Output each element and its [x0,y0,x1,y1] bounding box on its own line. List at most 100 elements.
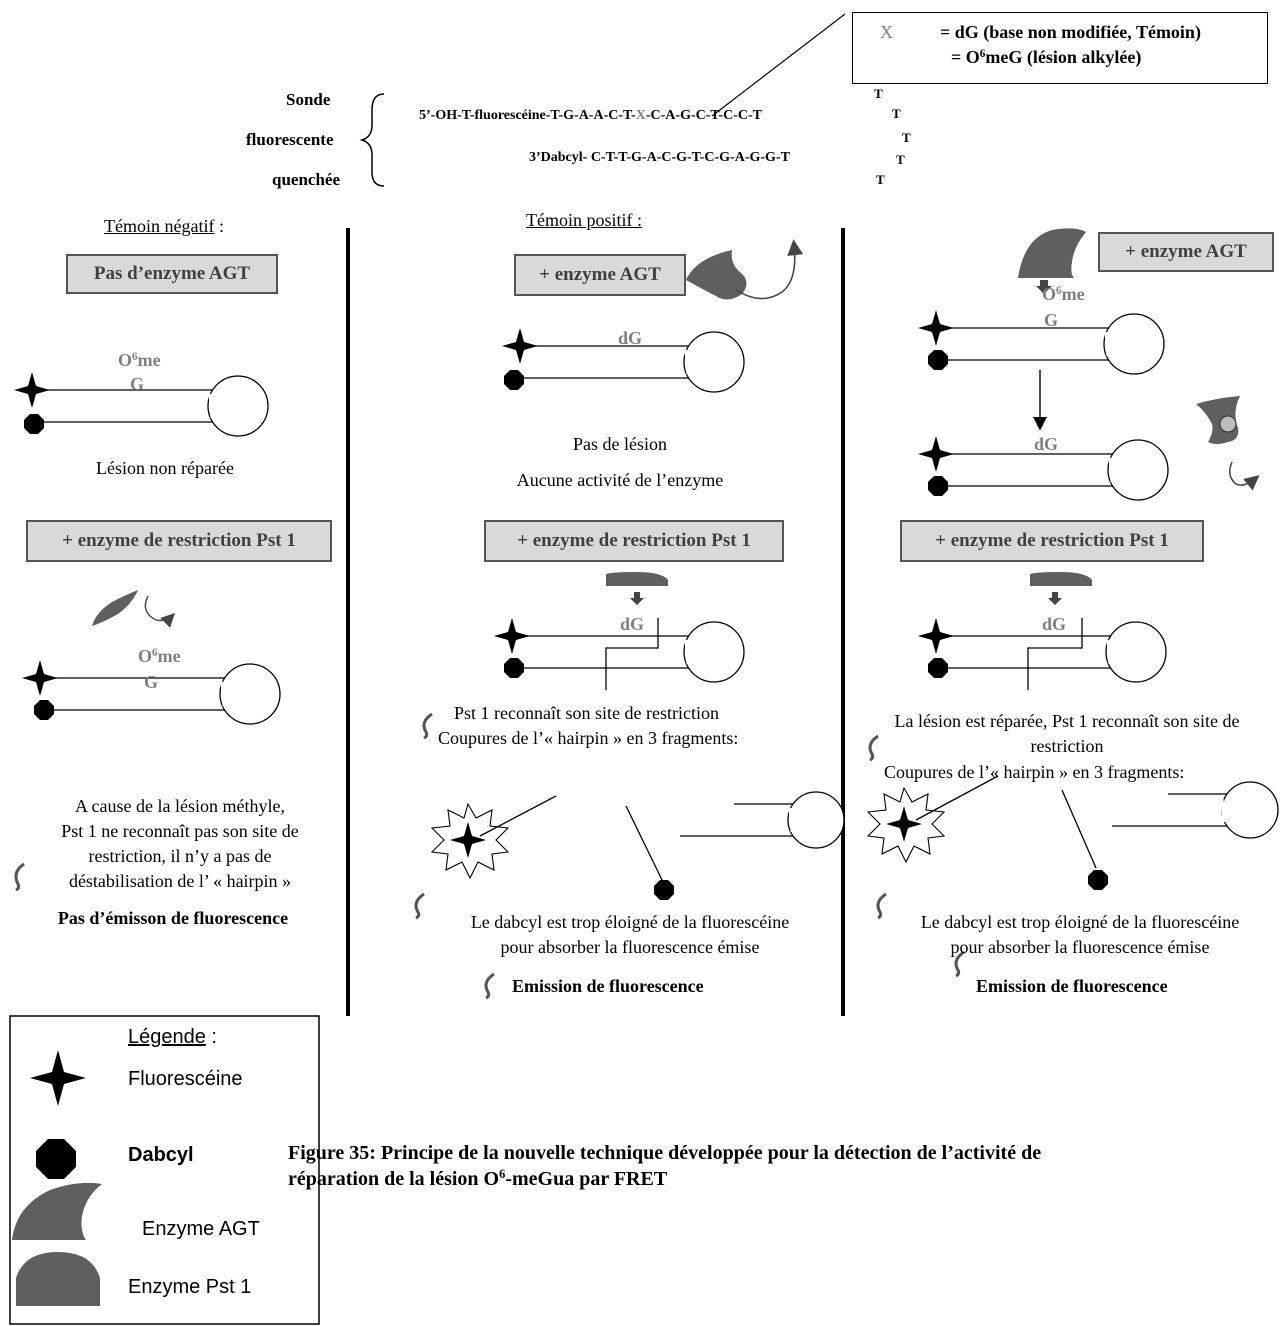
fluorescein-icon [918,618,954,654]
col2-result: Emission de fluorescence [512,976,704,996]
col2-title: Témoin positif : [526,210,642,230]
fluorescein-icon [450,822,486,858]
strand-5prime: 5’-OH-T-fluorescéine-T-G-A-A-C-T-X-C-A-G… [419,108,762,123]
x-definition-box [852,12,1268,84]
col1-pst1-box: + enzyme de restriction Pst 1 [26,520,332,562]
col1-hairpin-2 [22,660,281,725]
col3-base-label-g: G [1044,310,1059,330]
pst1-enzyme-icon [1030,572,1092,586]
col2-base-label: dG [618,328,643,348]
leave-arrow-icon [144,595,175,628]
col3-agt-box: + enzyme AGT [1098,232,1274,272]
col3-pst1-box: + enzyme de restriction Pst 1 [900,520,1204,562]
col3-cut-1: La lésion est réparée, Pst 1 reconnaît s… [894,711,1240,731]
arrow-icon [868,734,879,762]
dabcyl-icon [504,658,524,678]
legend-title: Légende : [128,1026,217,1048]
col2-agt-box: + enzyme AGT [514,254,686,296]
legend-agt-icon [12,1182,102,1240]
figure-caption-line2: réparation de la lésion O6-meGua par FRE… [288,1167,668,1190]
col2-hairpin-2 [494,618,745,690]
x-def-line1: = dG (base non modifiée, Témoin) [940,22,1201,42]
pst1-enzyme-icon [606,572,668,586]
dabcyl-icon [654,880,674,900]
fluorescein-icon [886,806,922,842]
col1-status: Lésion non réparée [96,458,234,478]
strand-3prime: 3’Dabcyl- C-T-T-G-A-C-G-T-C-G-A-G-G-T [529,150,790,165]
col1-title: Témoin négatif : [104,216,224,236]
fluorescein-icon [22,660,58,696]
dabcyl-icon [1088,870,1108,890]
col3-hairpin-3 [918,618,1167,690]
arrow-icon [14,862,25,892]
fluorescein-icon [494,618,530,654]
dabcyl-icon [928,476,948,496]
col3-fragments [866,775,1279,890]
probe-label-3: quenchée [272,170,340,189]
col3-hairpin-1 [918,310,1165,375]
col1-base-label-g: G [130,374,145,394]
col2-status-2: Aucune activité de l’enzyme [516,470,724,490]
col2-base-label-2: dG [620,614,645,634]
probe-brace [359,93,385,187]
loop-t: T [902,130,911,145]
x-symbol: X [880,22,893,42]
col1-explanation-4: déstabilisation de l’ « hairpin » [68,871,292,891]
col3-explanation-2: pour absorber la fluorescence émise [950,937,1210,957]
legend-fluorescein-icon [30,1050,86,1106]
col2-explanation-1: Le dabcyl est trop éloigné de la fluores… [470,912,790,932]
legend-fluorescein: Fluorescéine [128,1068,243,1090]
arrow-icon [954,950,965,978]
dabcyl-icon [34,700,54,720]
loop-t: T [892,106,901,121]
fluorescein-icon [918,436,954,472]
col3-base-label: O6me [1042,284,1085,304]
col2-cut-2: Coupures de l’« hairpin » en 3 fragments… [438,728,739,748]
methyl-group-icon [1219,415,1237,433]
col1-explanation-3: restriction, il n’y a pas de [88,846,272,866]
figure-caption-line1: Figure 35: Principe de la nouvelle techn… [288,1142,1042,1164]
col3-hairpin-2 [918,436,1169,501]
arrow-icon [422,712,433,740]
col2-explanation-2: pour absorber la fluorescence émise [500,937,760,957]
fluorescein-icon [918,310,954,346]
probe-label-2: fluorescente [246,130,334,149]
col3-explanation-1: Le dabcyl est trop éloigné de la fluores… [920,912,1240,932]
down-arrow-icon [630,592,644,605]
loop-t: T [876,172,885,187]
col3-cut-1b: restriction [1030,736,1104,756]
down-arrow-icon [1048,592,1062,605]
fluorescein-icon [502,328,538,364]
col3-base-label-repaired: dG [1034,434,1059,454]
col2-status-1: Pas de lésion [573,434,667,454]
dabcyl-icon [928,350,948,370]
agt-enzyme-icon [686,250,747,300]
col3-result: Emission de fluorescence [976,976,1168,996]
dabcyl-icon [24,414,44,434]
probe-label-1: Sonde [286,90,331,109]
legend-agt: Enzyme AGT [142,1218,260,1240]
col3-cut-2: Coupures de l’« hairpin » en 3 fragments… [884,762,1185,782]
col1-no-agt-box: Pas d’enzyme AGT [66,254,278,294]
x-pointer-line [711,13,846,117]
fluorescein-icon [14,372,50,408]
legend-pst1: Enzyme Pst 1 [128,1276,252,1298]
col2-pst1-box: + enzyme de restriction Pst 1 [484,520,784,562]
dabcyl-icon [504,370,524,390]
dabcyl-icon [928,658,948,678]
x-def-line2: = O6meG (lésion alkylée) [951,47,1142,67]
legend-dabcyl: Dabcyl [128,1144,194,1166]
col1-base-label: O6me [118,350,161,370]
col1-explanation-2: Pst 1 ne reconnaît pas son site de [61,821,299,841]
leave-arrow-icon [1229,461,1260,491]
pst1-enzyme-leaving-icon [92,590,138,626]
col2-fragments [430,791,845,900]
col1-hairpin-1 [14,372,269,437]
loop-t: T [874,86,883,101]
col1-explanation-1: A cause de la lésion méthyle, [75,796,285,816]
leave-arrow-icon [735,239,804,300]
arrow-icon [484,972,495,1000]
col3-base-label-2: dG [1042,614,1067,634]
arrow-icon [876,892,887,920]
col2-hairpin-1 [502,328,745,393]
